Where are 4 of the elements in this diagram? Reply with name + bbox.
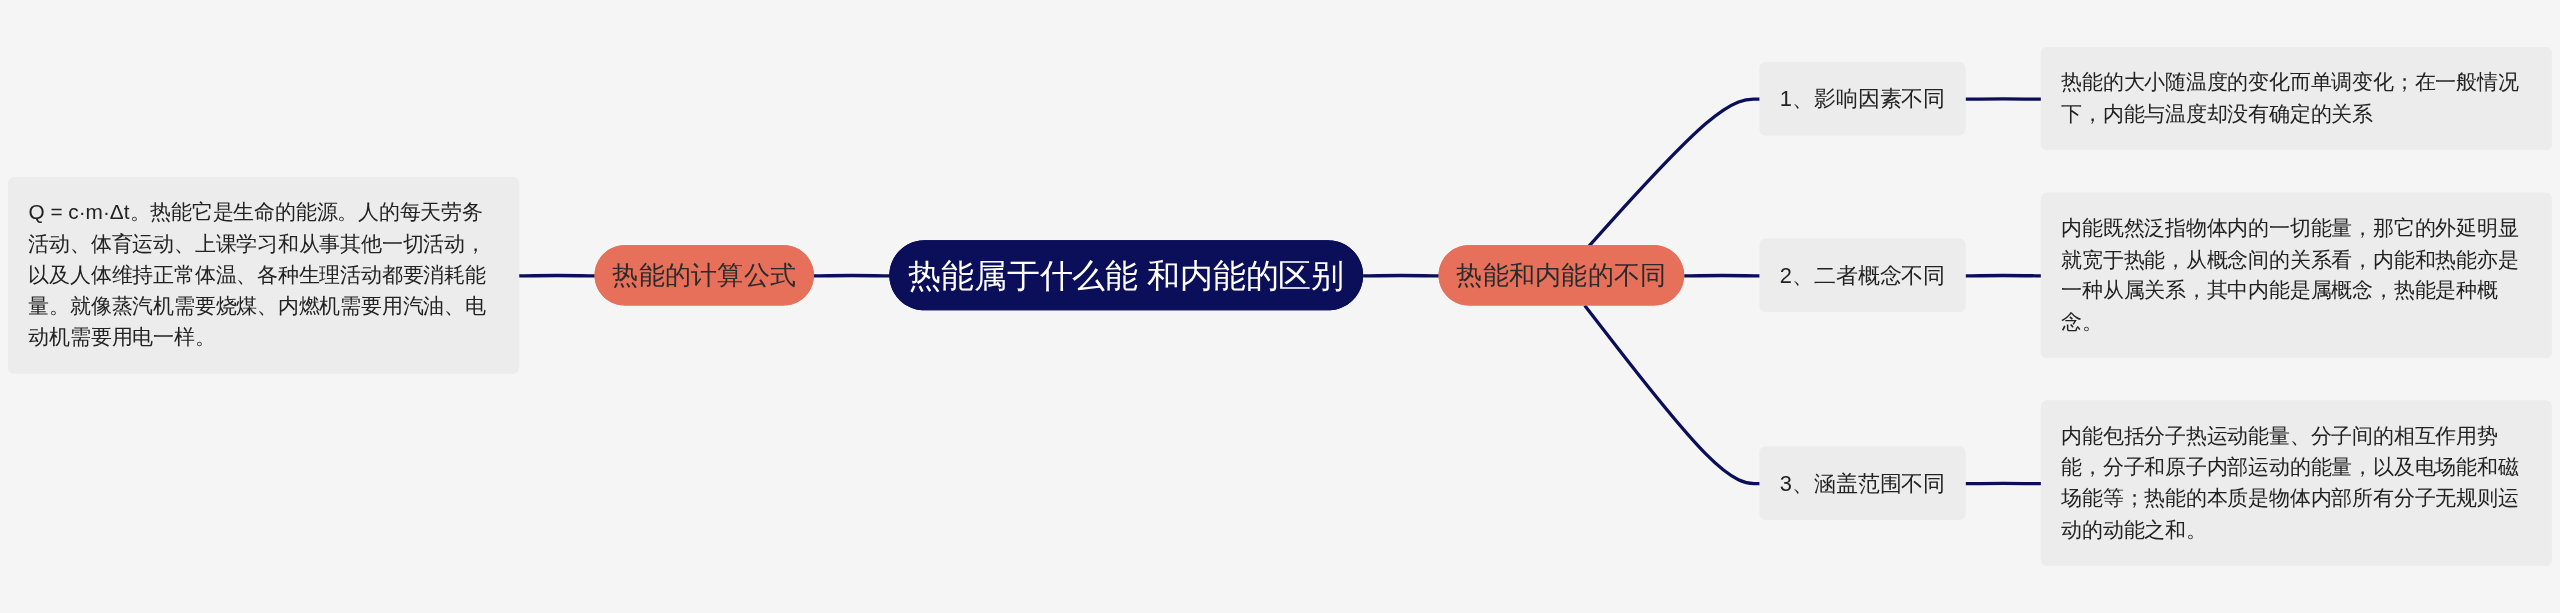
connector <box>1684 273 1761 278</box>
connector <box>1583 304 1761 486</box>
connector <box>1363 273 1440 278</box>
connector <box>519 273 596 278</box>
